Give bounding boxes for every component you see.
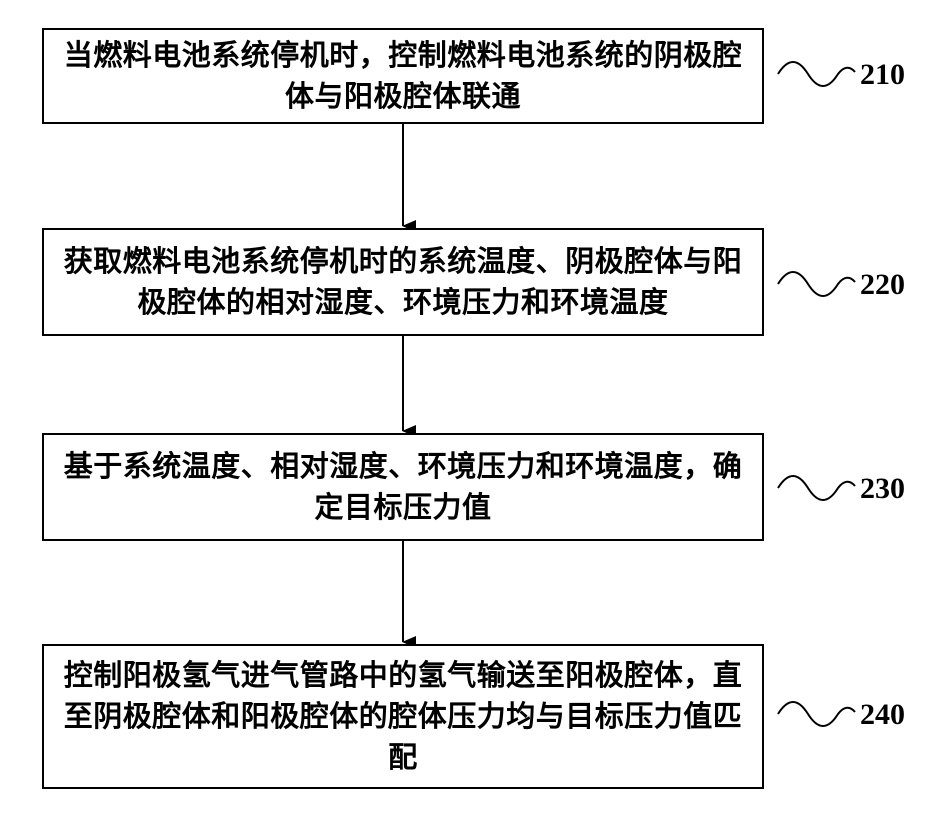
step-box-210: 当燃料电池系统停机时，控制燃料电池系统的阴极腔体与阳极腔体联通: [42, 28, 764, 124]
step-text-220: 获取燃料电池系统停机时的系统温度、阴极腔体与阳极腔体的相对湿度、环境压力和环境温…: [44, 241, 762, 323]
step-number-230: 230: [860, 472, 905, 506]
step-text-230: 基于系统温度、相对湿度、环境压力和环境温度，确定目标压力值: [44, 446, 762, 528]
step-box-220: 获取燃料电池系统停机时的系统温度、阴极腔体与阳极腔体的相对湿度、环境压力和环境温…: [42, 228, 764, 336]
leader-squiggle-220: [778, 272, 855, 296]
step-number-210: 210: [860, 58, 905, 92]
leader-squiggle-230: [778, 476, 855, 500]
leader-squiggle-240: [778, 702, 855, 726]
step-text-210: 当燃料电池系统停机时，控制燃料电池系统的阴极腔体与阳极腔体联通: [44, 35, 762, 117]
step-number-240: 240: [860, 698, 905, 732]
step-box-240: 控制阳极氢气进气管路中的氢气输送至阳极腔体，直至阴极腔体和阳极腔体的腔体压力均与…: [42, 644, 764, 789]
step-box-230: 基于系统温度、相对湿度、环境压力和环境温度，确定目标压力值: [42, 433, 764, 541]
step-number-220: 220: [860, 268, 905, 302]
step-text-240: 控制阳极氢气进气管路中的氢气输送至阳极腔体，直至阴极腔体和阳极腔体的腔体压力均与…: [44, 655, 762, 778]
leader-squiggle-210: [778, 62, 855, 86]
